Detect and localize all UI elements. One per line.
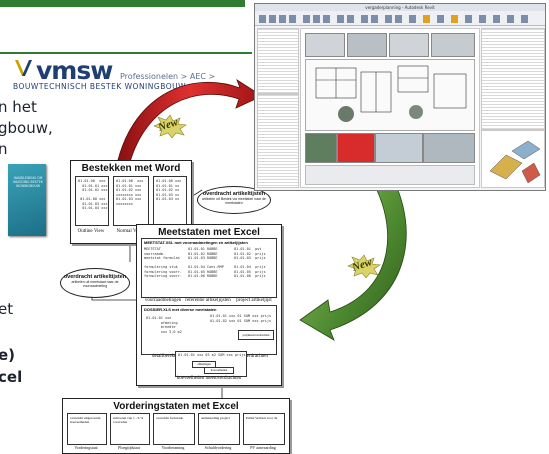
meetstat-sheet: MEETSTAT.XSL met voorraadmetingen en art… — [141, 238, 277, 298]
revit-3d-view[interactable] — [481, 130, 545, 188]
revit-drawing-area[interactable] — [300, 28, 480, 188]
word-panel-title: Bestekken met Word — [81, 163, 181, 174]
sub-label-afm: afmetingen — [197, 362, 211, 366]
breadcrumb[interactable]: Professionelen > AEC > — [120, 72, 216, 81]
vorder-caption-4: Schuldvordering — [204, 445, 232, 450]
dossier-title: DOSSIER.XLS met diverse meetstaten — [144, 307, 217, 312]
green-curved-arrow — [299, 161, 407, 341]
side-text-4: et — [0, 300, 14, 318]
side-text-2: gbouw, — [0, 119, 53, 137]
oval-transfer-2: overdracht artikeltijsten artikelen uit … — [60, 268, 130, 298]
header-rule — [0, 52, 252, 54]
sub-label-poly: polymeetoverdrachten — [242, 333, 270, 337]
revit-title-bar: vergaderplanning - Autodesk Revit — [255, 4, 545, 11]
outline-view-caption: Outline View — [77, 229, 105, 234]
logo-wordmark[interactable]: vmsw — [36, 56, 113, 85]
vorder-caption-3: Voorberaming — [161, 445, 185, 450]
oval-transfer-1-title: overdracht artikeltijsten — [202, 191, 266, 197]
bottom-caption: hoeveelheden meetoverdrachten — [176, 376, 242, 381]
side-text-3: n — [0, 140, 8, 158]
top-brand-bar — [0, 0, 245, 7]
3d-model-drawing — [489, 140, 541, 184]
project-caption: project artikeljijst — [236, 298, 272, 303]
detail-caption: detailberekeningen — [151, 354, 191, 359]
excel-panel: Meetstaten met Excel MEETSTAT.XSL met vo… — [136, 224, 282, 386]
floor-plan-drawing — [315, 65, 467, 122]
normal-view-caption: Normal View — [116, 229, 144, 234]
oval-transfer-1-sub: artikelen uit Bestek via meetlabel naar … — [201, 197, 266, 205]
revit-project-browser[interactable] — [257, 94, 299, 188]
revit-plan-view[interactable] — [305, 59, 475, 131]
vorder-caption-2: Ploegtijdstaat — [118, 445, 140, 450]
hoeveelheden-sheet: 01.01.01 xxx 03 m2 SOM xxx prijs afmetin… — [175, 351, 247, 377]
vorder-box-2: uitvoeren van 1 - 6 % voorraden — [110, 413, 150, 445]
referentie-caption: referentie artikeljijsten — [185, 298, 231, 303]
vmsw-logo-icon — [15, 60, 32, 76]
ribbon-icons — [259, 15, 528, 23]
word-panel: Bestekken met Word 01.01.00 xxx 01.01.01… — [70, 160, 192, 244]
logo-subtitle: Bouwtechnisch Bestek Woningbouw — [13, 82, 187, 91]
normal-doc: 01.01.00 xxx 01.01.01 xxx 01.01.02 xxx x… — [113, 176, 149, 226]
red-curved-arrow — [117, 79, 263, 163]
vorder-box-5: Prima Verbaal voor de — [243, 413, 285, 445]
new-badge-2: New — [346, 254, 382, 279]
revit-ribbon — [255, 11, 545, 26]
revit-schedule-table[interactable] — [481, 28, 545, 130]
dossier-sheet: DOSSIER.XLS met diverse meetstaten 01.01… — [141, 305, 277, 355]
sub-label-hoev: hoeveelheden — [210, 368, 228, 372]
vorder-caption-5: PV aanvaarding — [250, 445, 276, 450]
vorder-box-3: overzicht facturatie — [153, 413, 195, 445]
vorder-box-1: overzicht uitgevoerde hoeveelheden — [67, 413, 107, 445]
meetlabel-doc: 01.01.00 xxx 01.01.01 xx 01.01.02 xx 01.… — [153, 176, 187, 226]
outline-doc: 01.01.00 xxx 01.01.01 xxx 01.01.02 xxx 0… — [75, 176, 109, 226]
new-badge-1: New — [152, 114, 188, 139]
meetstat-title: MEETSTAT.XSL met voorraadmetingen en art… — [144, 240, 248, 245]
manual-cover-title: HANDLEIDING OM INLEIDING BESTEK WONINGBO… — [13, 176, 43, 188]
vorder-panel-title: Vorderingstaten met Excel — [113, 401, 239, 412]
vorder-panel: Vorderingstaten met Excel overzicht uitg… — [62, 398, 290, 454]
voorraadmetingen-caption: voorraadmetingen — [144, 298, 182, 303]
manual-cover-image[interactable] — [8, 164, 46, 236]
vorder-box-4: aanbesteding project — [198, 413, 240, 445]
side-text-6: cel — [0, 368, 23, 386]
oval-transfer-2-sub: artikelen uit meetstaat naar de voorraad… — [71, 280, 119, 288]
revit-properties-panel[interactable] — [257, 28, 299, 94]
oval-transfer-2-title: overdracht artikeltijsten — [63, 274, 127, 280]
side-text-1: n het — [0, 98, 37, 116]
excel-panel-title: Meetstaten met Excel — [158, 227, 260, 238]
revit-screenshot[interactable]: vergaderplanning - Autodesk Revit — [254, 3, 546, 191]
vorder-caption-1: Vorderingstaat — [74, 445, 98, 450]
side-text-5: e) — [0, 346, 16, 364]
